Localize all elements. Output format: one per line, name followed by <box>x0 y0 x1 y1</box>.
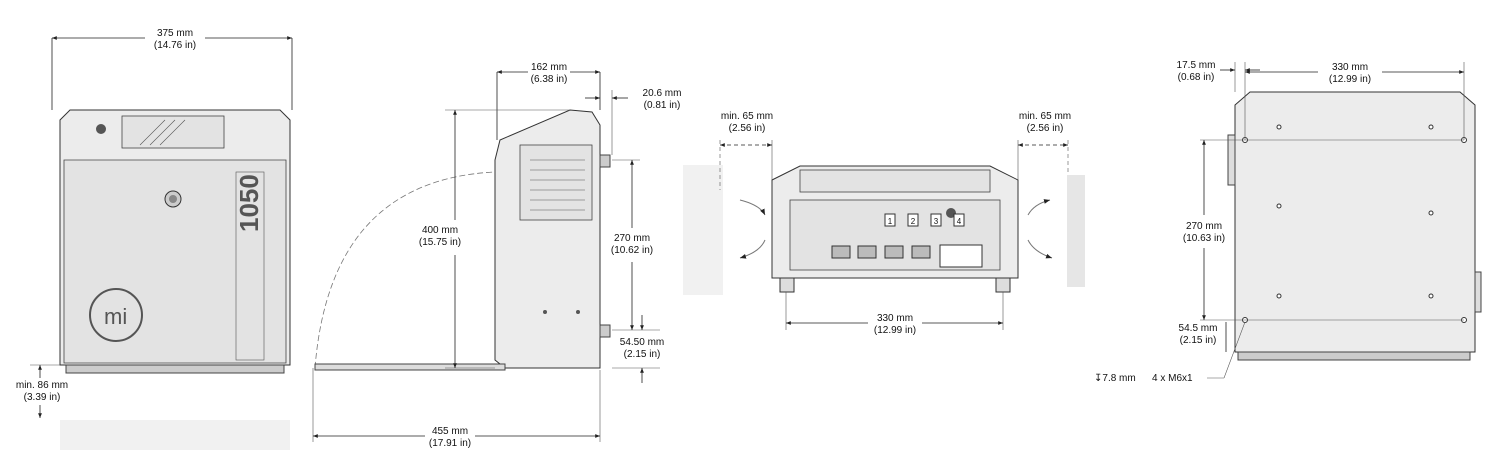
foot-right <box>995 277 1011 293</box>
door-swing-arc <box>314 171 496 369</box>
mount-tab-bottom <box>599 324 611 338</box>
usb-port <box>884 245 904 259</box>
side-mount-bottom-in: (2.15 in) <box>624 349 661 360</box>
back-width-in: (12.99 in) <box>1329 74 1371 85</box>
back-view: 17.5 mm (0.68 in) 330 mm (12.99 in) 270 … <box>1094 60 1482 384</box>
back-thread-note: 4 x M6x1 <box>1152 373 1193 384</box>
side-swing-mm: 455 mm <box>432 426 468 437</box>
side-height-mm: 400 mm <box>422 225 458 236</box>
side-vent <box>519 144 593 221</box>
front-clearance-mm: min. 86 mm <box>16 380 68 391</box>
logo-text: mi <box>104 304 127 329</box>
back-height-in: (10.63 in) <box>1183 233 1225 244</box>
side-view: 162 mm (6.38 in) 20.6 mm (0.81 in) 400 m… <box>312 62 682 449</box>
back-connectors <box>1237 351 1471 361</box>
airflow-arrow-right-top <box>1027 199 1051 216</box>
back-edge-in: (0.68 in) <box>1178 72 1215 83</box>
back-bottom-mm: 54.5 mm <box>1179 323 1218 334</box>
back-housing <box>1234 91 1476 353</box>
front-clearance-in: (3.39 in) <box>24 392 61 403</box>
left-wall-shadow <box>683 165 723 295</box>
back-edge-mm: 17.5 mm <box>1177 60 1216 71</box>
front-width-in: (14.76 in) <box>154 40 196 51</box>
bottom-left-clearance-mm: min. 65 mm <box>721 111 773 122</box>
open-door <box>314 363 506 371</box>
bottom-view: 1 2 3 4 min. 65 mm (2.56 in) min. 65 mm … <box>683 111 1085 336</box>
back-bottom-in: (2.15 in) <box>1180 335 1217 346</box>
model-strip <box>235 171 265 361</box>
bottom-right-clearance-mm: min. 65 mm <box>1019 111 1071 122</box>
model-label: 1050 <box>234 174 264 232</box>
back-width-mm: 330 mm <box>1332 62 1368 73</box>
io-port-b <box>857 245 877 259</box>
back-depth-note: ↧7.8 mm <box>1094 373 1136 384</box>
bottom-width-mm: 330 mm <box>877 313 913 324</box>
side-depth-in: (6.38 in) <box>531 74 568 85</box>
foot-left <box>779 277 795 293</box>
floor-shadow <box>60 420 290 450</box>
side-depth-mm: 162 mm <box>531 62 567 73</box>
side-offset-mm: 20.6 mm <box>643 88 682 99</box>
front-connectors <box>65 364 285 374</box>
side-swing-in: (17.91 in) <box>429 438 471 449</box>
bottom-left-clearance-in: (2.56 in) <box>729 123 766 134</box>
bottom-rail <box>799 169 991 193</box>
right-wall-shadow <box>1067 175 1085 287</box>
power-switch <box>939 244 983 268</box>
front-lower-panel <box>63 159 287 364</box>
airflow-arrow-left-bottom <box>739 239 766 259</box>
ethernet-port <box>911 245 931 259</box>
company-logo <box>89 288 143 342</box>
io-port-a <box>831 245 851 259</box>
key-lock-icon <box>96 124 106 134</box>
side-mount-bottom-mm: 54.50 mm <box>620 337 664 348</box>
bottom-right-clearance-in: (2.56 in) <box>1027 123 1064 134</box>
front-width-mm: 375 mm <box>157 28 193 39</box>
airflow-arrow-right-bottom <box>1027 239 1053 259</box>
port-label-2: 2 <box>911 217 916 226</box>
back-height-mm: 270 mm <box>1186 221 1222 232</box>
side-height-in: (15.75 in) <box>419 237 461 248</box>
port-label-1: 1 <box>888 217 893 226</box>
port-label-4: 4 <box>957 217 962 226</box>
front-view: 1050 mi 375 mm (14.76 in) min. 86 mm (3.… <box>16 28 293 450</box>
side-mount-spacing-in: (10.62 in) <box>611 245 653 256</box>
side-offset-in: (0.81 in) <box>644 100 681 111</box>
port-label-group: 1 2 3 4 <box>884 213 965 227</box>
bottom-width-in: (12.99 in) <box>874 325 916 336</box>
mount-tab-top <box>599 154 611 168</box>
side-mount-spacing-mm: 270 mm <box>614 233 650 244</box>
airflow-arrow-left-top <box>739 199 766 216</box>
port-label-3: 3 <box>934 217 939 226</box>
